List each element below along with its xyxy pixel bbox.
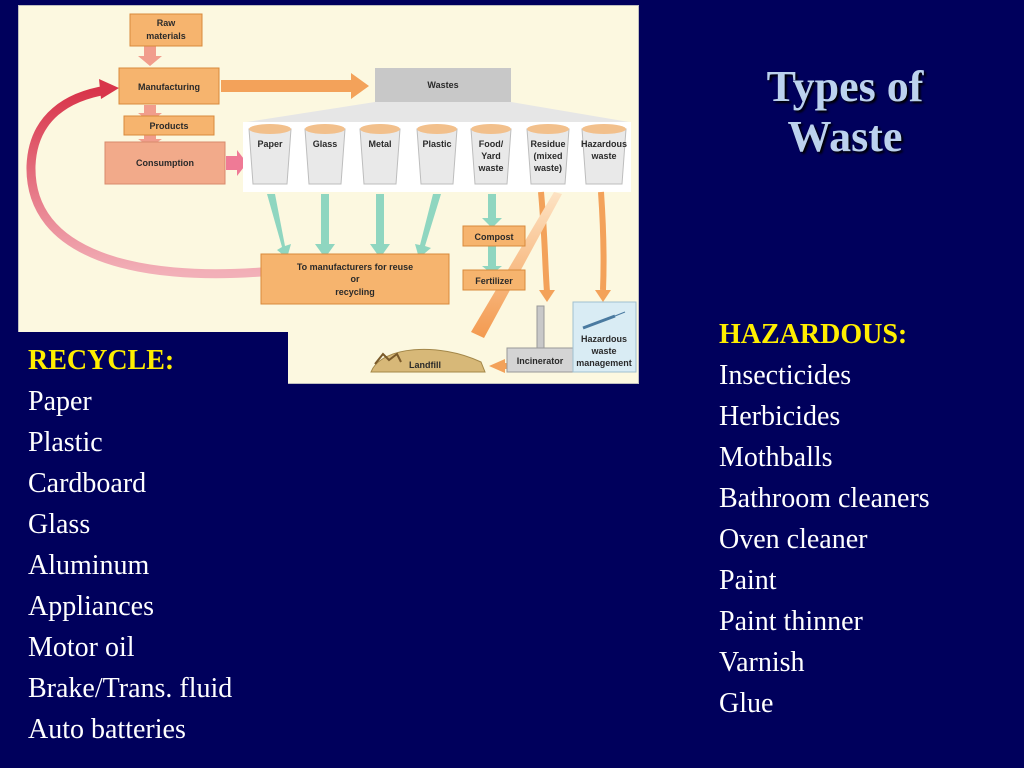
landfill-label: Landfill xyxy=(409,360,441,370)
recycle-panel: RECYCLE: Paper Plastic Cardboard Glass A… xyxy=(16,332,288,752)
recycle-item: Motor oil xyxy=(28,632,135,663)
svg-text:waste: waste xyxy=(477,163,503,173)
hazardous-item: Paint xyxy=(719,565,777,596)
recycle-item: Brake/Trans. fluid xyxy=(28,673,233,704)
svg-text:waste: waste xyxy=(590,151,616,161)
bin-plastic: Plastic xyxy=(416,124,458,185)
hazardous-heading: HAZARDOUS: xyxy=(719,319,908,350)
bin-paper: Paper xyxy=(248,124,292,185)
bin-food-yard-waste: Food/ Yard waste xyxy=(470,124,512,185)
return-arrow xyxy=(26,85,262,279)
recycle-item: Glass xyxy=(28,509,91,540)
svg-text:Food/: Food/ xyxy=(479,139,504,149)
manufacturers-label-3: recycling xyxy=(335,287,375,297)
raw-materials-label-1: Raw xyxy=(157,18,177,28)
compost-label: Compost xyxy=(475,232,514,242)
svg-text:Glass: Glass xyxy=(313,139,338,149)
recycle-heading: RECYCLE: xyxy=(28,345,175,376)
bin-hazardous-waste: Hazardous waste xyxy=(581,124,627,185)
hazardous-mgmt-label-3: management xyxy=(576,358,632,368)
hazardous-item: Oven cleaner xyxy=(719,524,868,555)
wastes-label: Wastes xyxy=(427,80,458,90)
products-label: Products xyxy=(149,121,188,131)
hazardous-item: Mothballs xyxy=(719,442,833,473)
slide-title-line-2: Waste xyxy=(787,112,903,161)
waste-flow-diagram: Raw materials Manufacturing Products Con… xyxy=(18,5,639,384)
svg-text:(mixed: (mixed xyxy=(533,151,562,161)
svg-text:Residue: Residue xyxy=(530,139,565,149)
bin-residue: Residue (mixed waste) xyxy=(526,124,570,185)
waste-flow-svg: Raw materials Manufacturing Products Con… xyxy=(26,13,637,373)
hazardous-list: Insecticides Herbicides Mothballs Bathro… xyxy=(719,355,930,724)
hazardous-mgmt-label-2: waste xyxy=(590,346,616,356)
hazardous-item: Glue xyxy=(719,688,774,719)
landfill-mound xyxy=(370,348,486,373)
landfill-arrow xyxy=(471,192,562,338)
svg-text:waste): waste) xyxy=(533,163,562,173)
recycle-list: Paper Plastic Cardboard Glass Aluminum A… xyxy=(28,381,232,750)
hazardous-item: Insecticides xyxy=(719,360,852,391)
hazardous-item: Paint thinner xyxy=(719,606,863,637)
slide-title: Types of Waste xyxy=(690,62,1000,162)
svg-text:Yard: Yard xyxy=(481,151,501,161)
fertilizer-label: Fertilizer xyxy=(475,276,513,286)
recycle-item: Cardboard xyxy=(28,468,147,499)
recycle-item: Plastic xyxy=(28,427,103,458)
slide-title-line-1: Types of xyxy=(766,62,924,111)
hazardous-item: Herbicides xyxy=(719,401,841,432)
svg-text:Plastic: Plastic xyxy=(422,139,451,149)
bin-metal: Metal xyxy=(359,124,401,185)
recycle-item: Aluminum xyxy=(28,550,150,581)
recycle-item: Auto batteries xyxy=(28,714,186,745)
hazardous-item: Varnish xyxy=(719,647,805,678)
raw-materials-label-2: materials xyxy=(146,31,186,41)
recycle-item: Paper xyxy=(28,386,92,417)
recycle-arrows xyxy=(267,194,441,258)
hazardous-item: Bathroom cleaners xyxy=(719,483,930,514)
recycle-item: Appliances xyxy=(28,591,154,622)
svg-text:Hazardous: Hazardous xyxy=(581,139,627,149)
consumption-label: Consumption xyxy=(136,158,194,168)
manufacturers-label-1: To manufacturers for reuse xyxy=(297,262,413,272)
bin-glass: Glass xyxy=(304,124,346,185)
manufacturing-label: Manufacturing xyxy=(138,82,200,92)
hazardous-mgmt-label-1: Hazardous xyxy=(581,334,627,344)
manufacturers-label-2: or xyxy=(351,274,360,284)
incinerator-label: Incinerator xyxy=(517,356,564,366)
svg-text:Paper: Paper xyxy=(257,139,283,149)
wastes-arrow xyxy=(221,73,369,99)
svg-text:Metal: Metal xyxy=(368,139,391,149)
return-arrowhead xyxy=(99,79,119,99)
